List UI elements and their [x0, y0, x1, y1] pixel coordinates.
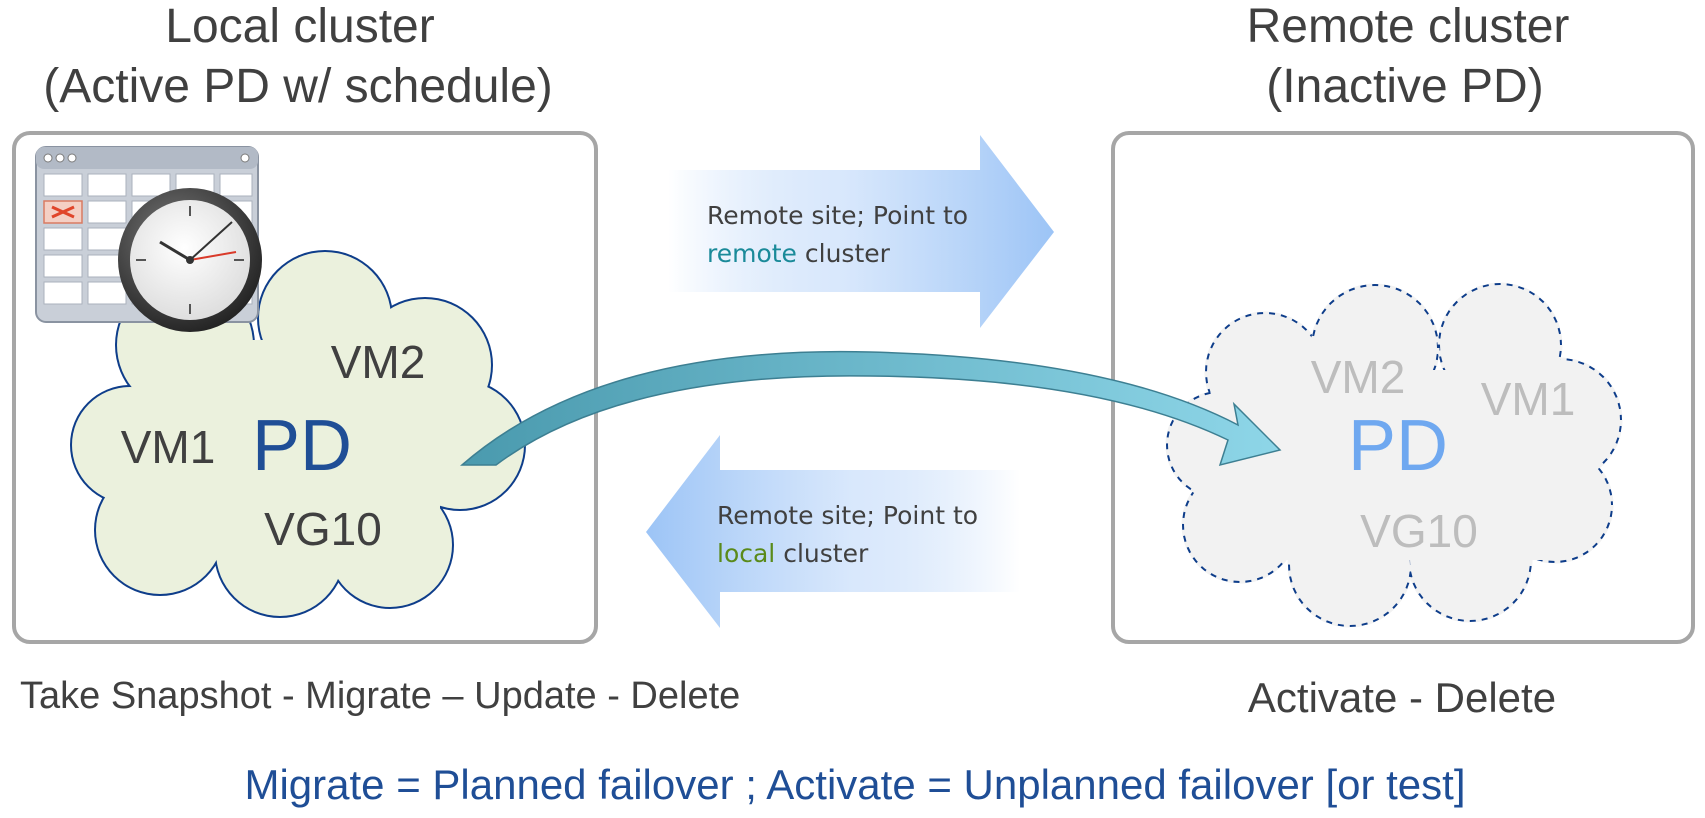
remote-actions-label: Activate - Delete	[1248, 674, 1556, 721]
remote-pd-label: PD	[1348, 406, 1448, 486]
arrow-to-local	[646, 435, 1020, 628]
local-vg10-label: VG10	[264, 503, 382, 555]
local-vm1-label: VM1	[121, 421, 216, 473]
arrow-to-remote-line2: remote cluster	[707, 239, 891, 268]
local-word: local	[717, 539, 775, 568]
remote-vm2-label: VM2	[1311, 351, 1406, 403]
remote-cluster-subtitle: (Inactive PD)	[1266, 60, 1543, 113]
arrow-to-local-line1: Remote site; Point to	[717, 501, 978, 530]
local-cluster-subtitle: (Active PD w/ schedule)	[43, 60, 553, 113]
local-cluster-title: Local cluster	[165, 0, 434, 53]
failover-definition-footer: Migrate = Planned failover ; Activate = …	[244, 761, 1465, 808]
arrow-to-local-line2: local cluster	[717, 539, 869, 568]
curved-migration-arrow	[459, 350, 1282, 467]
calendar-clock-icon	[35, 146, 262, 332]
local-pd-label: PD	[252, 406, 352, 486]
remote-vm1-label: VM1	[1481, 373, 1576, 425]
remote-cluster-title: Remote cluster	[1247, 0, 1570, 53]
arrow-to-remote-line1: Remote site; Point to	[707, 201, 968, 230]
local-vm2-label: VM2	[331, 336, 426, 388]
remote-word: remote	[707, 239, 797, 268]
remote-pd-cloud	[1165, 282, 1623, 628]
arrow-to-local-line2-rest: cluster	[775, 539, 869, 568]
arrow-to-remote-line2-rest: cluster	[797, 239, 891, 268]
local-actions-label: Take Snapshot - Migrate – Update - Delet…	[20, 675, 740, 717]
remote-vg10-label: VG10	[1360, 505, 1478, 557]
arrow-to-remote	[668, 135, 1054, 328]
